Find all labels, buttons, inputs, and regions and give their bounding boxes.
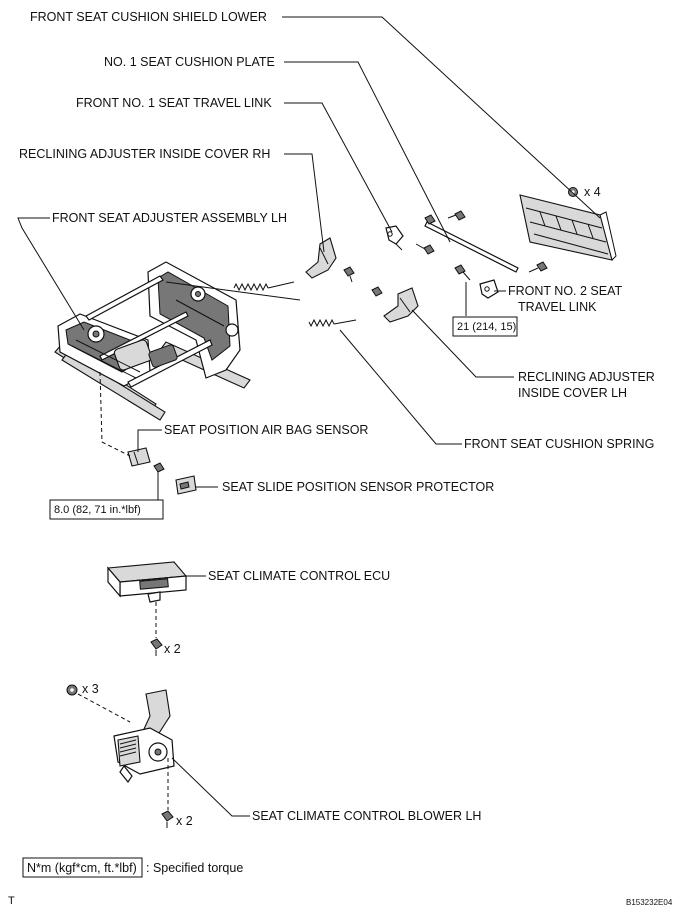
front-seat-cushion-shield-lower-part xyxy=(519,194,617,261)
cushion-spring-upper-part xyxy=(233,281,295,292)
seat-climate-control-ecu-part xyxy=(106,561,188,603)
label-climate-ecu: SEAT CLIMATE CONTROL ECU xyxy=(208,569,390,583)
label-travel-link-2-line2: TRAVEL LINK xyxy=(518,300,597,314)
label-blower-bolt-qty: x 2 xyxy=(176,814,193,828)
label-shield-nut-qty: x 4 xyxy=(584,185,601,199)
leader-travel-link-1 xyxy=(284,102,393,233)
torque-travel-link: 21 (214, 15) xyxy=(457,321,516,333)
seat-rod-line xyxy=(165,281,301,301)
reclining-adjuster-inside-cover-rh-part xyxy=(305,237,337,279)
label-cushion-plate: NO. 1 SEAT CUSHION PLATE xyxy=(104,55,275,69)
reclining-cover-rh-bolt-part xyxy=(343,266,355,283)
footer-figure-code: B153232E04 xyxy=(626,898,673,907)
seat-cushion-plate-part xyxy=(424,221,519,273)
front-no1-seat-travel-link-part xyxy=(385,225,404,251)
cushion-spring-lower-part xyxy=(308,318,357,328)
leader-cushion-spring xyxy=(339,329,462,445)
leader-airbag-sensor xyxy=(137,429,162,452)
label-cushion-shield-lower: FRONT SEAT CUSHION SHIELD LOWER xyxy=(30,10,267,24)
label-reclining-cover-lh-line2: INSIDE COVER LH xyxy=(518,386,627,400)
label-ecu-bolt-qty: x 2 xyxy=(164,642,181,656)
footer-left-mark: T xyxy=(8,895,15,907)
legend-unit-text: N*m (kgf*cm, ft.*lbf) xyxy=(27,861,137,875)
label-airbag-sensor: SEAT POSITION AIR BAG SENSOR xyxy=(164,423,368,437)
torque-airbag-sensor: 8.0 (82, 71 in.*lbf) xyxy=(54,504,141,516)
leader-reclining-cover-rh xyxy=(284,153,325,253)
label-travel-link-1: FRONT NO. 1 SEAT TRAVEL LINK xyxy=(76,96,272,110)
label-blower-nut-qty: x 3 xyxy=(82,682,99,696)
reclining-adjuster-inside-cover-lh-part xyxy=(383,287,419,323)
front-no2-seat-travel-link-part xyxy=(479,279,499,299)
seat-climate-control-blower-lh-part xyxy=(113,689,175,784)
blower-nut-part xyxy=(66,684,78,696)
leader-reclining-cover-lh xyxy=(411,309,514,378)
shield-nut-part xyxy=(568,187,578,197)
leader-climate-blower xyxy=(171,757,250,817)
torque-box-airbag-sensor xyxy=(49,499,164,520)
label-travel-link-2-line1: FRONT NO. 2 SEAT xyxy=(508,284,623,298)
torque-box-travel-link xyxy=(452,316,518,337)
label-cushion-spring: FRONT SEAT CUSHION SPRING xyxy=(464,437,654,451)
blower-nut-dashed-line xyxy=(77,693,131,723)
legend-description: : Specified torque xyxy=(146,861,243,875)
seat-slide-position-sensor-protector-part xyxy=(175,475,197,495)
reclining-cover-lh-bolt-part xyxy=(371,286,383,297)
label-adjuster-assembly-lh: FRONT SEAT ADJUSTER ASSEMBLY LH xyxy=(52,211,287,225)
blower-bolt-part xyxy=(161,810,174,828)
airbag-sensor-bolt-part xyxy=(153,462,165,500)
ecu-bolt-part xyxy=(150,638,163,656)
travel-link-bolt-part xyxy=(415,210,548,281)
label-slide-sensor-protector: SEAT SLIDE POSITION SENSOR PROTECTOR xyxy=(222,480,494,494)
leader-cushion-plate xyxy=(284,61,451,243)
leader-cushion-shield-lower xyxy=(282,16,601,219)
leader-adjuster-assembly xyxy=(17,217,85,331)
label-climate-blower: SEAT CLIMATE CONTROL BLOWER LH xyxy=(252,809,481,823)
label-reclining-cover-lh-line1: RECLINING ADJUSTER xyxy=(518,370,655,384)
seat-position-airbag-sensor-part xyxy=(127,447,151,467)
legend-unit-box xyxy=(22,857,143,878)
front-seat-adjuster-assembly-lh-part xyxy=(54,261,251,421)
sensor-mount-dashed-line xyxy=(99,371,131,457)
label-reclining-cover-rh: RECLINING ADJUSTER INSIDE COVER RH xyxy=(19,147,270,161)
